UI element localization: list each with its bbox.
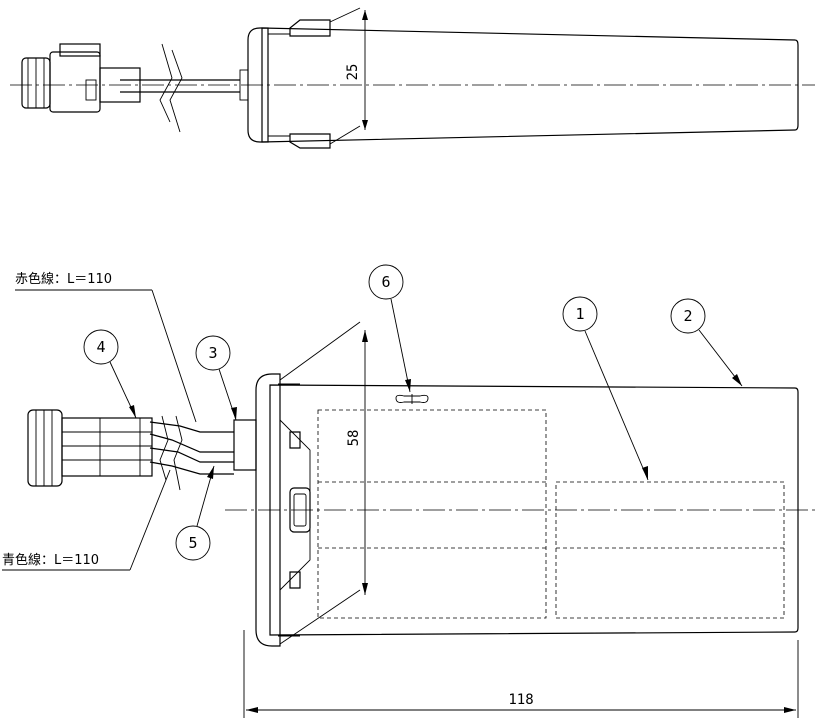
svg-text:4: 4 <box>96 338 105 356</box>
wire-labels: 赤色線：L＝110 青色線：L＝110 <box>2 271 197 571</box>
svg-text:1: 1 <box>575 305 584 323</box>
front-view: 58 118 <box>27 321 815 718</box>
balloon-6: 6 <box>368 264 411 393</box>
top-view: 25 <box>10 7 815 149</box>
balloon-1: 1 <box>562 296 649 481</box>
balloons: 1 2 3 4 5 <box>83 264 743 561</box>
balloon-4: 4 <box>83 329 137 419</box>
balloon-2: 2 <box>670 298 743 387</box>
svg-text:2: 2 <box>683 307 692 325</box>
blue-wire-label: 青色線：L＝110 <box>2 552 99 568</box>
red-wire-label: 赤色線：L＝110 <box>15 271 112 287</box>
svg-text:5: 5 <box>188 534 197 552</box>
dimension-118-label: 118 <box>508 692 533 708</box>
balloon-5: 5 <box>175 465 215 561</box>
svg-text:6: 6 <box>381 273 390 291</box>
svg-text:3: 3 <box>208 344 217 362</box>
dimension-58-label: 58 <box>346 430 362 447</box>
balloon-3: 3 <box>195 335 237 421</box>
dimension-25-label: 25 <box>345 64 361 81</box>
